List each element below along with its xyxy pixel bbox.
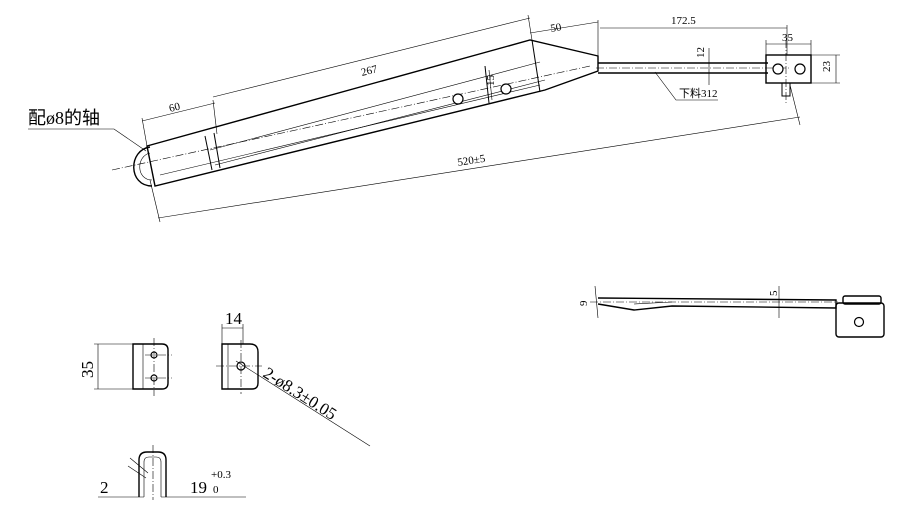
dim-arm-lower: 60: [168, 100, 182, 114]
ext-line: [789, 84, 801, 126]
dim-tip-span: 172.5: [671, 15, 696, 27]
arm-divider-1: [204, 135, 213, 171]
dim-tip: 50: [550, 21, 563, 35]
dim-line-50: [529, 21, 599, 34]
leader-hole: [235, 360, 371, 447]
end-bracket: [765, 54, 812, 84]
dim-bracket-height: 23: [821, 61, 833, 73]
note-shaft: 配ø8的轴: [28, 108, 100, 128]
dim-tol-lower: 0: [213, 484, 219, 496]
dim-5: 5: [768, 290, 780, 296]
dim-9: 9: [578, 300, 590, 306]
shaft-loop-inner: [139, 152, 153, 181]
u-section-hatch: [129, 457, 149, 474]
main-view-dimensions: 520±5 60 267 50 172.5 35 23 12 15: [28, 14, 840, 223]
arm-divider-4: [531, 39, 541, 93]
arm-centerline: [111, 65, 591, 171]
side-bracket-top: [842, 295, 882, 305]
arm-rivet-hole: [452, 93, 464, 105]
main-view-arm: [111, 39, 812, 187]
ext-line: [141, 117, 148, 147]
side-arm-outline: [597, 297, 837, 311]
bracket-hole: [794, 63, 806, 75]
dim-line-267: [212, 17, 531, 98]
detail-bracket-side: 14 2-ø8.3±0.05: [216, 309, 371, 447]
note-hole: 2-ø8.3±0.05: [260, 363, 340, 424]
u-section-inner: [143, 456, 162, 497]
arm-divider-2: [213, 132, 221, 169]
shaft-loop: [133, 146, 153, 187]
bracket-front-outline: [132, 343, 169, 390]
dim-inner-base: 19: [190, 478, 207, 497]
dim-detail-width: 35: [78, 361, 97, 378]
dim-line-15: [488, 69, 493, 101]
dim-12: 12: [695, 47, 707, 58]
arm-inner-line-3: [159, 84, 541, 176]
arm-body-outline: [146, 39, 599, 187]
ext-line: [527, 14, 533, 41]
dim-thickness: 2: [100, 478, 109, 497]
dim-bracket-width: 35: [782, 32, 794, 44]
dim-line-overall: [157, 116, 801, 219]
arm-divider-3: [484, 65, 490, 104]
side-bracket: [835, 302, 885, 338]
note-cut-length: 下料312: [679, 86, 718, 100]
arm-rivet-hole: [500, 83, 512, 95]
ext-line: [149, 179, 161, 223]
leader-cut-length: [654, 71, 718, 101]
leader-shaft: [28, 128, 147, 152]
dim-overall-length: 520±5: [457, 153, 487, 169]
dim-line-9: [594, 285, 599, 319]
detail-u-section: 2 19 +0.3 0: [98, 445, 246, 500]
dim-tol-upper: +0.3: [211, 469, 231, 481]
bracket-hole: [772, 63, 784, 75]
arm-inner-line-2: [214, 79, 546, 166]
dim-15: 15: [485, 75, 497, 87]
u-section-outline: [138, 451, 167, 497]
bracket-side-outline: [221, 343, 259, 390]
ext-line: [212, 99, 218, 135]
arm-inner-line: [209, 61, 541, 151]
detail-bracket-front: 35: [78, 338, 172, 396]
dim-detail-depth: 14: [225, 309, 243, 328]
dim-arm-upper: 267: [360, 63, 379, 79]
dim-line-60: [141, 102, 216, 122]
side-arm-inner: [633, 301, 673, 305]
side-bracket-hole: [853, 316, 865, 328]
side-view: 9 5: [578, 285, 885, 338]
u-section-hatch: [127, 465, 147, 479]
